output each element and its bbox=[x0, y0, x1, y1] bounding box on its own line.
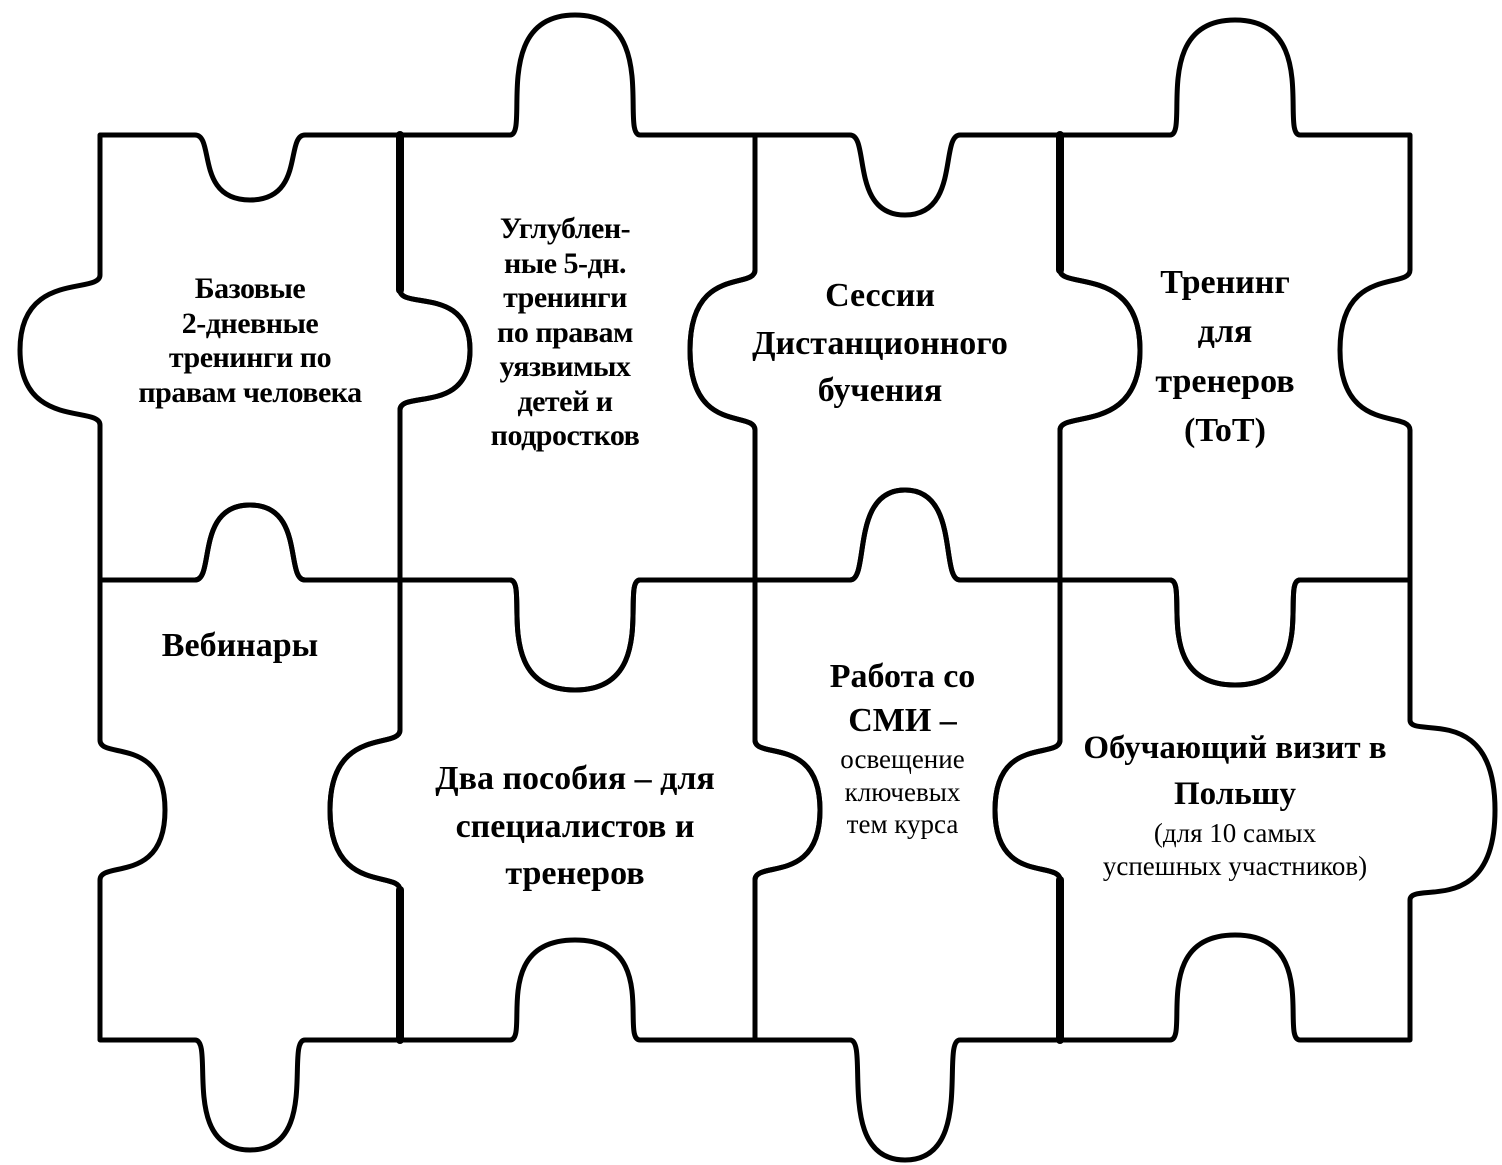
puzzle-piece-tot bbox=[1057, 17, 1413, 688]
label-tot: Тренинг для тренеров (ToT) bbox=[1130, 258, 1320, 455]
label-line: по правам bbox=[497, 315, 633, 349]
label-line: 2-дневные bbox=[181, 306, 319, 340]
label-line: (ToT) bbox=[1184, 411, 1266, 449]
label-line: СМИ – bbox=[848, 702, 957, 740]
label-subline: тем курса bbox=[846, 809, 959, 840]
label-subline: освещение bbox=[840, 744, 965, 775]
label-subline: ключевых bbox=[844, 776, 961, 807]
label-line: Базовые bbox=[194, 272, 306, 305]
label-line: Углублен- bbox=[499, 212, 631, 245]
label-line: тренеров bbox=[1155, 362, 1295, 400]
label-line: для bbox=[1197, 313, 1253, 351]
label-line: уязвимых bbox=[499, 350, 631, 383]
label-line: Обучающий визит в bbox=[1083, 730, 1387, 766]
label-manuals: Два пособия – для специалистов и тренеро… bbox=[420, 755, 730, 898]
label-line: ные 5-дн. bbox=[504, 246, 626, 280]
label-line: подростков bbox=[490, 419, 640, 452]
label-line: Работа со bbox=[829, 658, 976, 695]
label-line: тренинги по bbox=[168, 341, 332, 374]
label-line: Польшу bbox=[1173, 776, 1297, 813]
label-distance-learning: Сессии Дистанционного бучения bbox=[745, 272, 1015, 415]
label-line: Сессии bbox=[825, 277, 935, 314]
label-line: бучения bbox=[817, 372, 943, 410]
puzzle-piece-manuals bbox=[327, 577, 823, 1043]
label-line: правам человека bbox=[138, 375, 362, 409]
label-line: тренинги bbox=[503, 281, 627, 314]
label-line: специалистов и bbox=[455, 807, 695, 845]
label-line: детей и bbox=[517, 384, 613, 418]
label-line: Вебинары bbox=[161, 627, 319, 664]
puzzle-piece-study-visit bbox=[992, 577, 1498, 1043]
label-advanced-trainings: Углублен- ные 5-дн. тренинги по правам у… bbox=[470, 212, 660, 454]
label-basic-trainings: Базовые 2-дневные тренинги по правам чел… bbox=[120, 272, 380, 410]
label-line: тренеров bbox=[505, 855, 645, 893]
label-line: Дистанционного bbox=[752, 324, 1008, 362]
label-subline: (для 10 самых bbox=[1153, 818, 1317, 849]
puzzle-piece-media bbox=[752, 487, 1063, 1163]
puzzle-piece-webinars bbox=[97, 502, 403, 1153]
label-line: Два пособия – для bbox=[435, 760, 715, 797]
label-webinars: Вебинары bbox=[130, 626, 350, 665]
label-study-visit: Обучающий визит в Польшу (для 10 самых у… bbox=[1070, 725, 1400, 882]
label-media: Работа со СМИ – освещение ключевых тем к… bbox=[815, 655, 990, 841]
label-line: Тренинг bbox=[1160, 264, 1290, 301]
label-subline: успешных участников) bbox=[1102, 850, 1368, 881]
